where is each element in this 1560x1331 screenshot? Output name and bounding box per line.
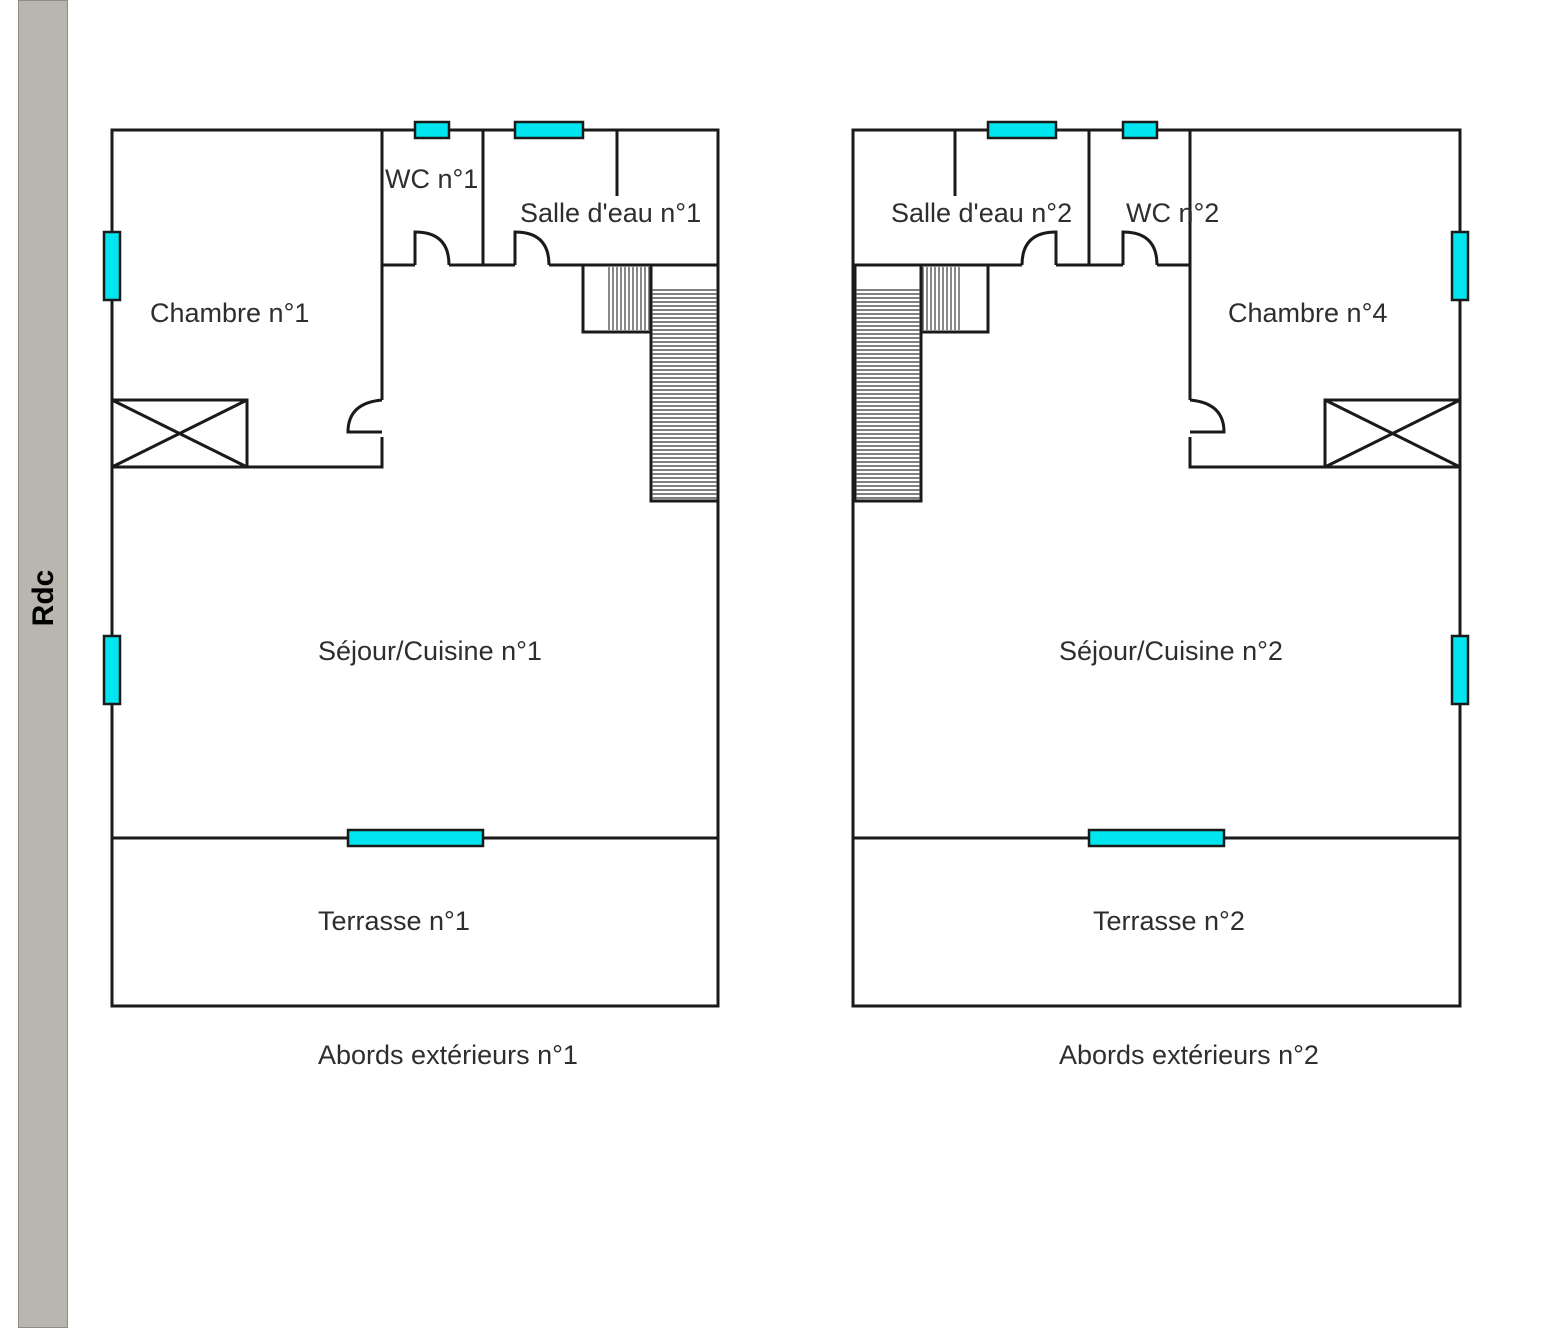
unit-1-exterior-label: Abords extérieurs n°1 bbox=[318, 1040, 578, 1070]
unit-1-bedroom-door bbox=[346, 398, 383, 434]
unit-1-window-bedroom bbox=[102, 230, 122, 302]
unit-2-closet bbox=[1323, 398, 1462, 469]
unit-1-bath-label: Salle d'eau n°1 bbox=[520, 198, 701, 228]
unit-2-window-living bbox=[1450, 634, 1470, 706]
unit-1-stairs bbox=[581, 263, 720, 503]
unit-2-bath-label: Salle d'eau n°2 bbox=[891, 198, 1072, 228]
unit-1-wc-door bbox=[413, 230, 451, 266]
unit-1-closet bbox=[110, 398, 249, 469]
unit-2-window-wc bbox=[1121, 120, 1159, 140]
unit-2: Salle d'eau n°2 WC n°2 Chambre n°4 Séjou… bbox=[851, 120, 1470, 1070]
unit-1-window-bath bbox=[513, 120, 585, 140]
unit-2-bedroom-door bbox=[1189, 398, 1226, 434]
unit-1-living-label: Séjour/Cuisine n°1 bbox=[318, 636, 542, 666]
unit-2-bedroom-label: Chambre n°4 bbox=[1228, 298, 1387, 328]
unit-1-window-terrace bbox=[346, 828, 485, 848]
unit-2-window-bath bbox=[986, 120, 1058, 140]
unit-1-window-wc bbox=[413, 120, 451, 140]
unit-2-exterior-label: Abords extérieurs n°2 bbox=[1059, 1040, 1319, 1070]
unit-2-living-label: Séjour/Cuisine n°2 bbox=[1059, 636, 1283, 666]
unit-1-terrace-label: Terrasse n°1 bbox=[318, 906, 470, 936]
unit-1-bedroom-label: Chambre n°1 bbox=[150, 298, 309, 328]
unit-2-window-terrace bbox=[1087, 828, 1226, 848]
unit-1-window-living bbox=[102, 634, 122, 706]
unit-2-terrace-label: Terrasse n°2 bbox=[1093, 906, 1245, 936]
unit-1-bath-door bbox=[513, 230, 551, 266]
unit-2-wc-door bbox=[1121, 230, 1159, 266]
level-bar bbox=[18, 0, 68, 1328]
unit-1: Chambre n°1 WC n°1 Salle d'eau n°1 Séjou… bbox=[102, 120, 720, 1070]
unit-2-bath-door bbox=[1020, 230, 1058, 266]
unit-2-stairs bbox=[853, 263, 990, 503]
unit-2-window-bedroom bbox=[1450, 230, 1470, 302]
unit-2-wc-label: WC n°2 bbox=[1126, 198, 1219, 228]
unit-1-wc-label: WC n°1 bbox=[385, 164, 478, 194]
